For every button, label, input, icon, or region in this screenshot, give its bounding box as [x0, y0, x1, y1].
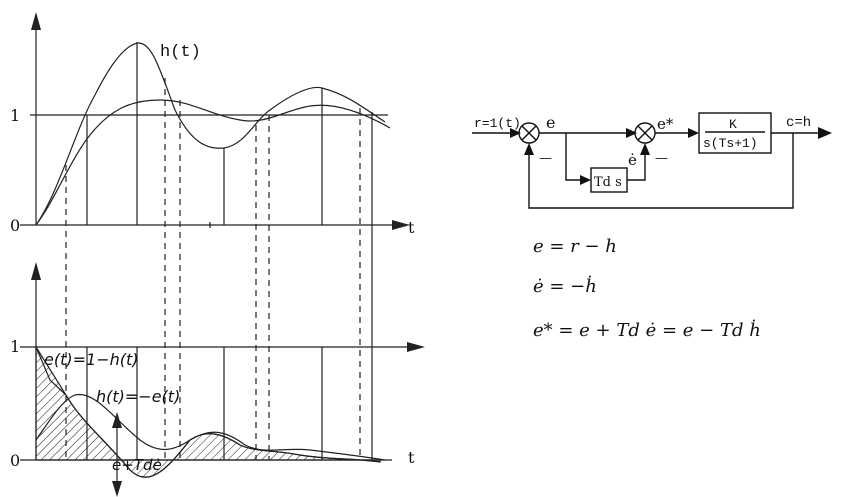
bottom-plot: [20, 262, 425, 497]
top-y-zero-label: 0: [10, 216, 20, 235]
equation-2: ė = −ḣ: [533, 274, 597, 297]
error-dot-label: ė: [628, 151, 637, 169]
top-plot: [20, 12, 410, 460]
derivative-block-label: Td s: [594, 175, 622, 190]
bottom-y-arrow: [31, 262, 41, 280]
top-curve-label: h(t): [160, 43, 201, 62]
top-x-label: t: [408, 218, 415, 237]
bottom-y-zero-label: 0: [10, 451, 20, 470]
h-curve-large: [35, 42, 386, 226]
error-star-label: e*: [657, 115, 674, 133]
sum-label: e+Tdė: [112, 456, 162, 474]
top-y-arrow: [31, 12, 41, 30]
block-diagram: [472, 112, 832, 209]
top-y-one-label: 1: [10, 106, 20, 125]
bottom-unit-arrow: [407, 342, 425, 352]
minus-sign-1: —: [539, 151, 552, 166]
error-label: e(t)=1−h(t): [44, 350, 139, 369]
bottom-y-one-label: 1: [10, 337, 20, 356]
input-label: r=1(t): [474, 116, 521, 131]
equation-3: e* = e + Td ė = e − Td ḣ: [533, 318, 761, 341]
derivative-curve: [35, 393, 386, 461]
output-label: c=h: [786, 115, 811, 131]
top-x-arrow: [392, 220, 410, 230]
equation-1: e = r − h: [533, 236, 617, 257]
derivative-label: h(t)=−e(t): [96, 387, 180, 406]
error-signal-label: e: [546, 113, 555, 132]
plant-denominator: s(Ts+1): [703, 136, 758, 151]
minus-sign-2: —: [655, 151, 668, 166]
plant-numerator: K: [729, 117, 737, 132]
h-curve-small: [35, 99, 391, 226]
bottom-x-label: t: [408, 448, 415, 467]
